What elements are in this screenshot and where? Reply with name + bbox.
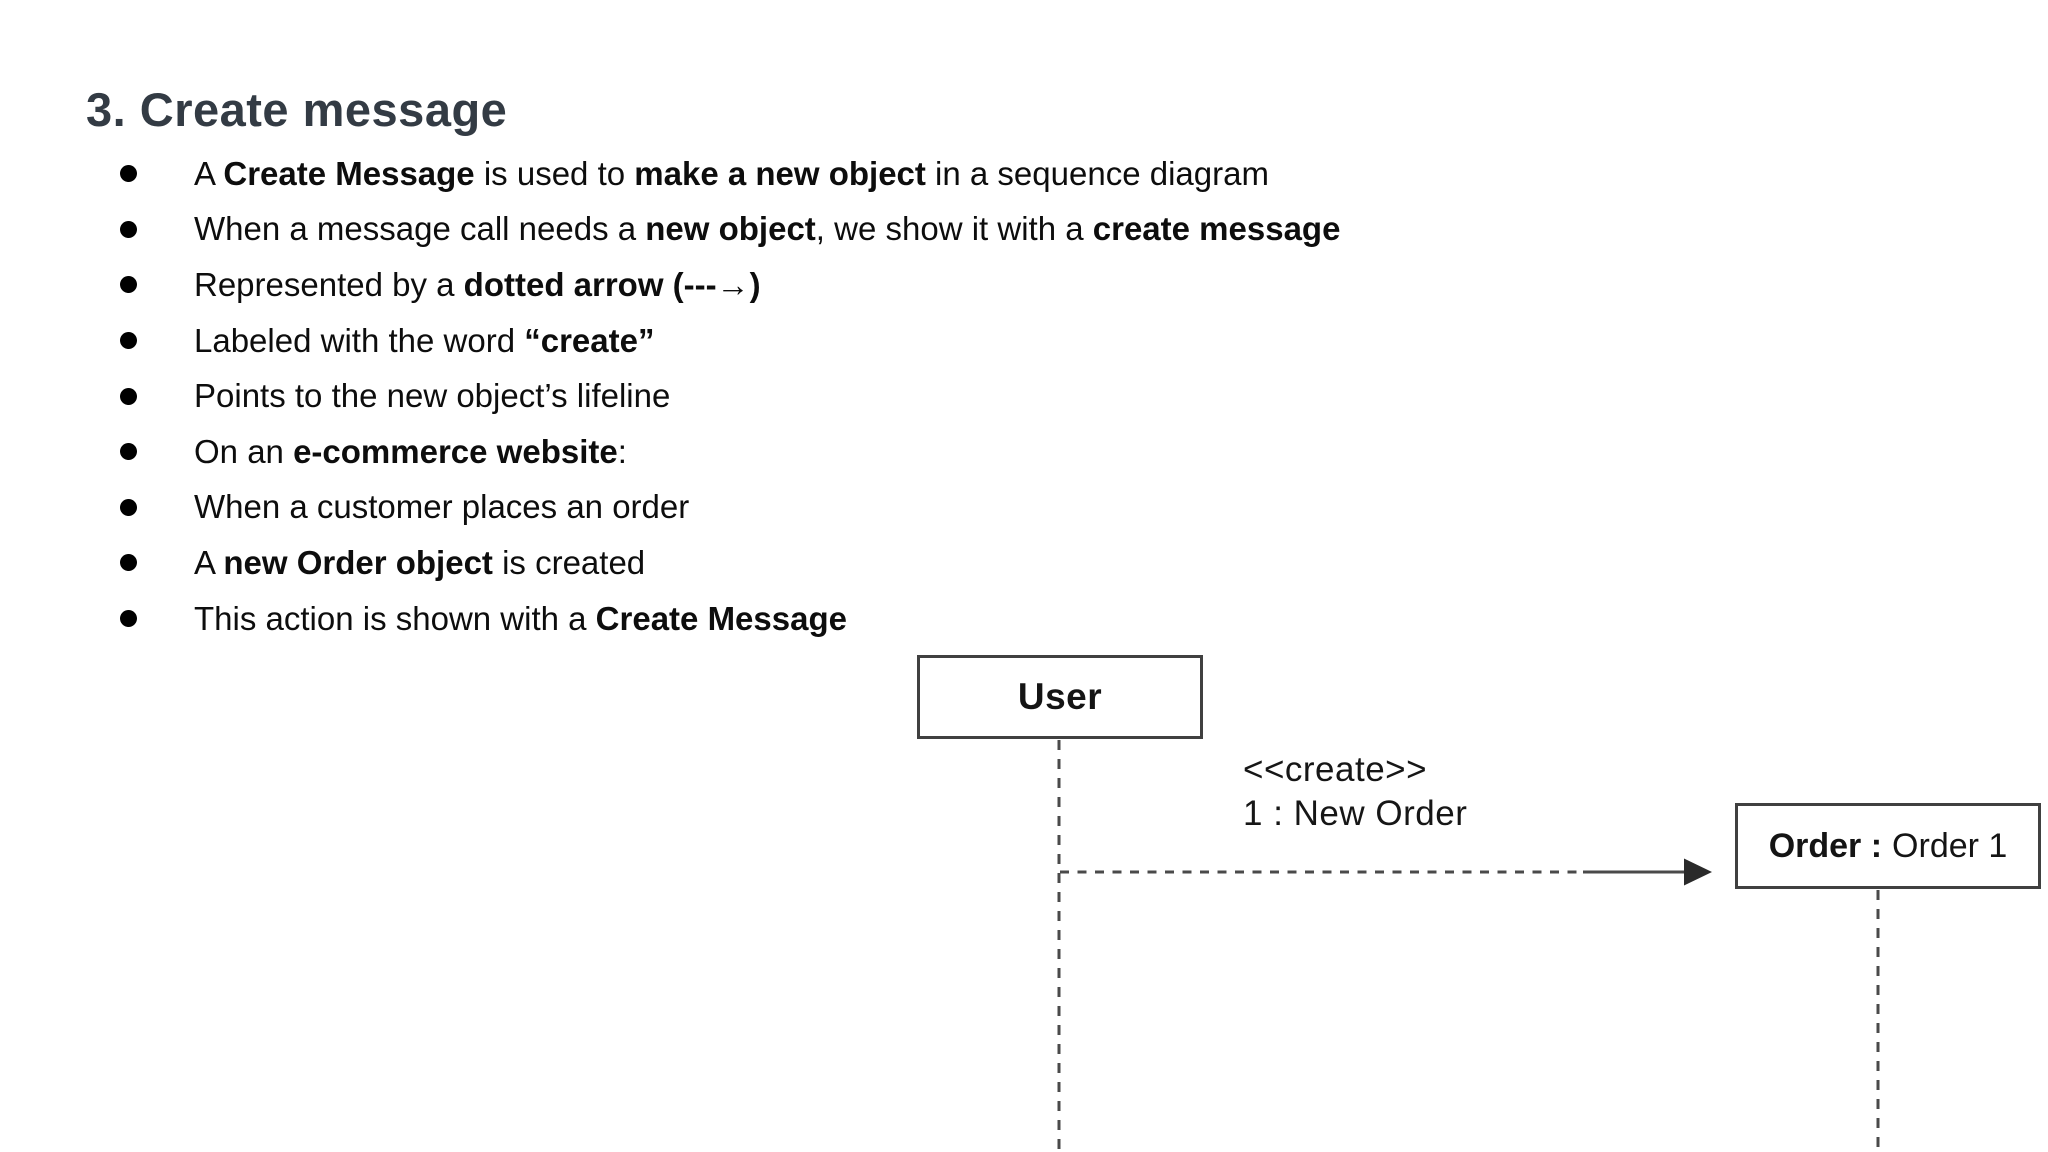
object-label-bold: Order :	[1768, 826, 1883, 865]
list-item: On an e-commerce website:	[120, 424, 1340, 480]
bullet-icon	[120, 276, 137, 294]
actor-label: User	[1017, 676, 1103, 717]
bullet-text: When a message call needs a new object, …	[194, 210, 1341, 248]
bullet-icon	[120, 165, 137, 183]
bullet-text: When a customer places an order	[194, 488, 690, 526]
bullet-list: A Create Message is used to make a new o…	[120, 146, 1340, 646]
bullet-icon	[120, 332, 137, 350]
bullet-icon	[120, 220, 137, 238]
message-label: 1 : New Order	[1243, 794, 1468, 833]
bullet-text: Represented by a dotted arrow (---→)	[194, 265, 761, 303]
stereotype-label: <<create>>	[1243, 750, 1428, 789]
bullet-text: On an e-commerce website:	[194, 432, 627, 470]
bullet-text: A new Order object is created	[194, 543, 646, 581]
list-item: Represented by a dotted arrow (---→)	[120, 257, 1340, 313]
bullet-icon	[120, 498, 137, 516]
arrowhead-icon	[1684, 858, 1712, 886]
bullet-text: This action is shown with a Create Messa…	[194, 599, 847, 637]
bullet-icon	[120, 554, 137, 572]
actor-box-user: User	[917, 655, 1203, 739]
page-title: 3. Create message	[86, 83, 508, 137]
list-item: When a message call needs a new object, …	[120, 202, 1340, 258]
bullet-text: Points to the new object’s lifeline	[194, 377, 671, 415]
list-item: When a customer places an order	[120, 480, 1340, 536]
object-label-rest: Order 1	[1892, 826, 2008, 865]
list-item: This action is shown with a Create Messa…	[120, 591, 1340, 647]
list-item: A Create Message is used to make a new o…	[120, 146, 1340, 202]
list-item: Labeled with the word “create”	[120, 313, 1340, 369]
bullet-icon	[120, 610, 137, 628]
list-item: A new Order object is created	[120, 535, 1340, 591]
bullet-text: Labeled with the word “create”	[194, 321, 655, 359]
bullet-text: A Create Message is used to make a new o…	[194, 154, 1269, 192]
object-box-order: Order : Order 1	[1735, 803, 2041, 889]
list-item: Points to the new object’s lifeline	[120, 368, 1340, 424]
bullet-icon	[120, 387, 137, 405]
bullet-icon	[120, 443, 137, 461]
